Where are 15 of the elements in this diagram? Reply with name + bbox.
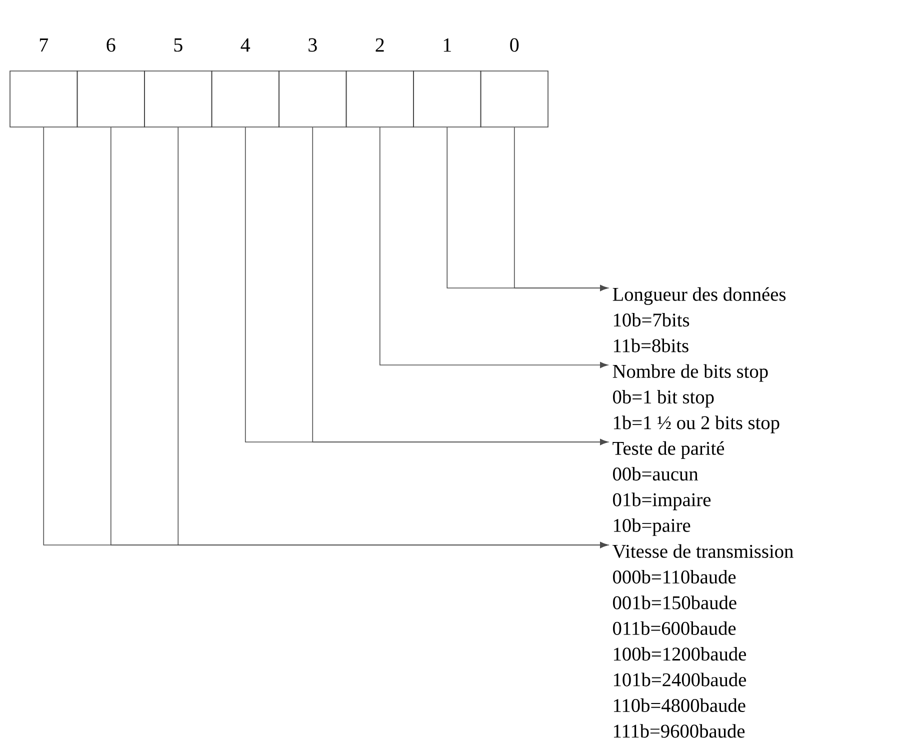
field-description: Vitesse de transmission 000b=110baude 001b=150baude 011b=600baude 100b=1200baude 101b=2400baude 110b=4800baude 111b=9600baude: [612, 544, 794, 738]
bit-number: 5: [174, 38, 182, 52]
bit-number: 6: [106, 38, 116, 52]
arrow: [379, 127, 608, 368]
bit-number: 4: [240, 38, 250, 52]
bit-number: 3: [308, 38, 317, 52]
bit-number: 7: [40, 38, 48, 52]
arrow: [312, 127, 608, 446]
bit-number: 1: [444, 38, 451, 52]
arrow: [514, 127, 608, 292]
field-description: Longueur des données 10b=7bits 11b=8bits: [612, 287, 786, 352]
field-description: Teste de parité 00b=aucun 01b=impaire 10b=paire: [612, 441, 724, 536]
bit-number: 2: [376, 38, 384, 52]
bit-number: 0: [510, 38, 519, 52]
field-description: Nombre de bits stop 0b=1 bit stop 1b=1 ½ ou 2 bits stop: [612, 364, 780, 434]
